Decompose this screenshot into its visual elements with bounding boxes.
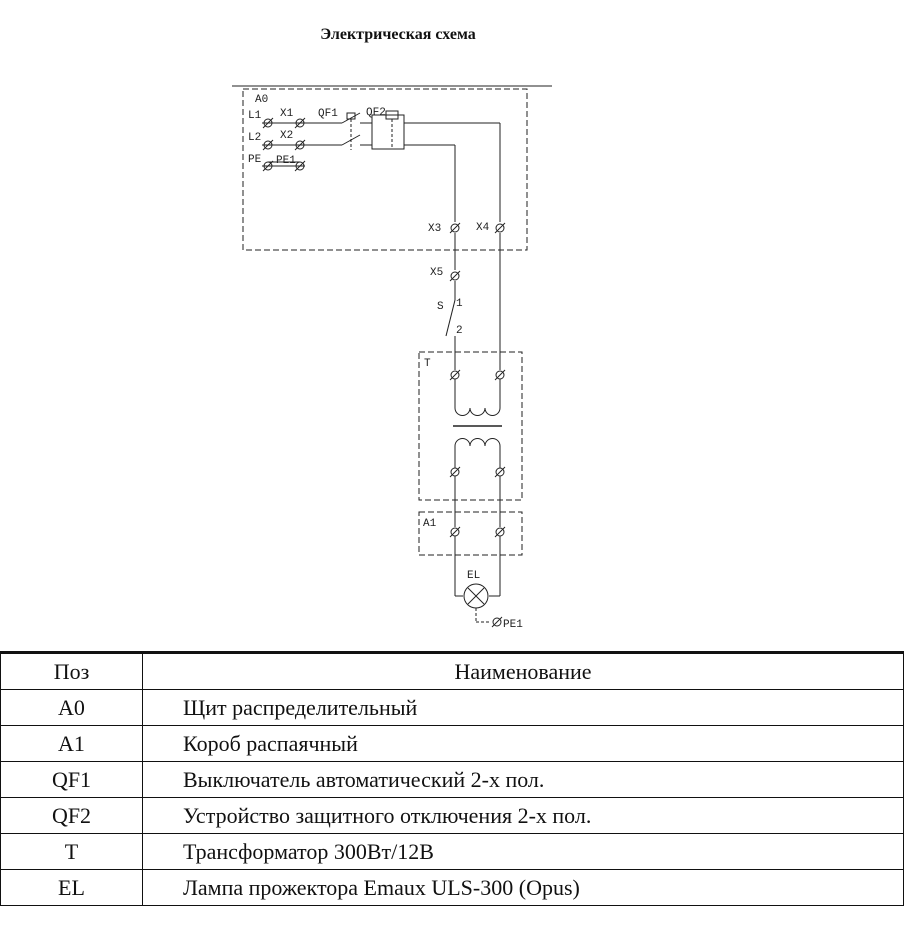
panel-a0-label: A0 (255, 94, 268, 106)
lamp-el-wiring (454, 536, 501, 597)
terminal-x5 (449, 270, 461, 282)
table-header-row: Поз Наименование (0, 651, 904, 690)
junction-box-a1-label: A1 (423, 518, 437, 530)
row-name: Короб распаячный (142, 725, 904, 762)
lamp-el-symbol (463, 583, 489, 609)
header-name: Наименование (142, 651, 904, 690)
junction-box-a1 (418, 511, 523, 556)
components-table: Поз Наименование A0 Щит распределительны… (0, 651, 904, 906)
terminal-x3 (449, 222, 461, 234)
terminal-l1 (262, 117, 274, 129)
transformer-primary-terminals (449, 369, 506, 408)
pe-label: PE (248, 154, 262, 166)
row-pos: A1 (0, 725, 143, 762)
lamp-ground-wire (475, 608, 503, 628)
row-pos: QF1 (0, 761, 143, 798)
table-row: T Трансформатор 300Вт/12В (0, 833, 904, 870)
qf1-breaker-symbol (346, 112, 356, 150)
table-row: QF1 Выключатель автоматический 2-х пол. (0, 761, 904, 798)
transformer-secondary-terminals (449, 446, 506, 527)
row-pos: QF2 (0, 797, 143, 834)
pe1-bottom-label: PE1 (503, 619, 523, 631)
table-row: QF2 Устройство защитного отключения 2-х … (0, 797, 904, 834)
transformer-primary-coil (454, 407, 501, 416)
l1-line (262, 112, 501, 222)
x5-label: X5 (430, 267, 443, 279)
electrical-schematic: A0 L1 L2 PE X1 X2 PE1 QF1 QF2 (232, 85, 552, 631)
panel-a0-box (242, 88, 528, 251)
row-pos: A0 (0, 689, 143, 726)
x2-label: X2 (280, 130, 293, 142)
row-name: Устройство защитного отключения 2-х пол. (142, 797, 904, 834)
l2-label: L2 (248, 132, 261, 144)
row-name: Лампа прожектора Emaux ULS-300 (Opus) (142, 869, 904, 906)
table-row: A0 Щит распределительный (0, 689, 904, 726)
qf2-label: QF2 (366, 107, 386, 119)
header-pos: Поз (0, 651, 143, 690)
pe-line (262, 161, 305, 167)
terminal-pe (262, 160, 274, 172)
x4-label: X4 (476, 222, 490, 234)
row-pos: EL (0, 869, 143, 906)
qf2-rcd-symbol (371, 110, 405, 150)
lamp-el-label: EL (467, 570, 480, 582)
terminal-x2 (294, 139, 306, 151)
l2-line (262, 134, 456, 222)
switch-s-contact (445, 299, 456, 337)
transformer-secondary-coil (454, 438, 501, 447)
terminal-l2 (262, 139, 274, 151)
table-row: EL Лампа прожектора Emaux ULS-300 (Opus) (0, 869, 904, 906)
qf1-label: QF1 (318, 108, 338, 120)
row-pos: T (0, 833, 143, 870)
pe1-top-label: PE1 (276, 155, 296, 167)
terminal-x4 (494, 222, 506, 234)
x3-label: X3 (428, 223, 441, 235)
terminal-pe1-top (294, 160, 306, 172)
transformer-t-label: T (424, 358, 431, 370)
row-name: Щит распределительный (142, 689, 904, 726)
transformer-t-box (418, 351, 523, 501)
l1-label: L1 (248, 110, 262, 122)
table-row: A1 Короб распаячный (0, 725, 904, 762)
switch-s-pin1: 1 (456, 298, 463, 310)
row-name: Трансформатор 300Вт/12В (142, 833, 904, 870)
junction-box-a1-terminals (449, 526, 506, 538)
x1-label: X1 (280, 108, 294, 120)
diagram-title: Электрическая схема (320, 26, 476, 43)
terminal-x1 (294, 117, 306, 129)
row-name: Выключатель автоматический 2-х пол. (142, 761, 904, 798)
switch-s-pin2: 2 (456, 325, 463, 337)
switch-s-label: S (437, 301, 444, 313)
